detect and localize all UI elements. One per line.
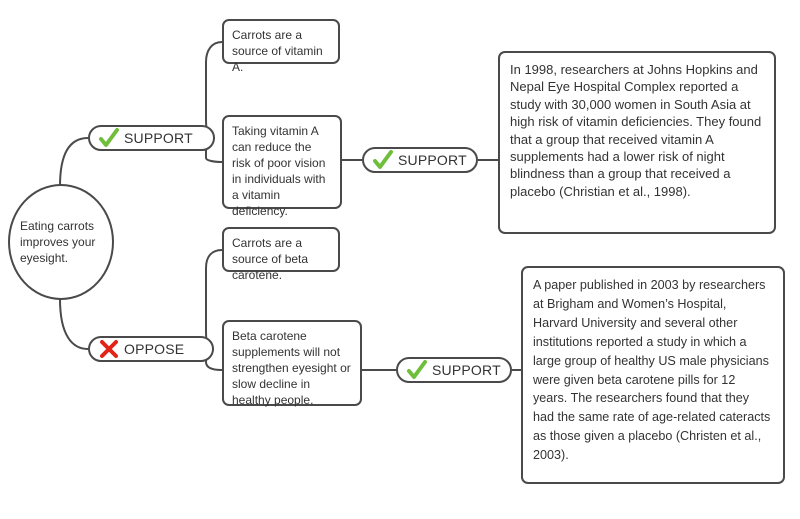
oppose-evidence: A paper published in 2003 by researchers… [521, 266, 785, 484]
support-evidence-text: In 1998, researchers at Johns Hopkins an… [510, 62, 762, 199]
connector-support-claim1 [205, 41, 223, 139]
root-claim-text: Eating carrots improves your eyesight. [20, 219, 96, 265]
checkmark-icon [98, 127, 120, 149]
checkmark-icon [406, 359, 428, 381]
support-pill-label: SUPPORT [124, 130, 193, 146]
oppose-claim-2-text: Beta carotene supplements will not stren… [232, 329, 351, 407]
oppose-pill: OPPOSE [88, 336, 214, 362]
checkmark-icon [372, 149, 394, 171]
support-link-pill-1: SUPPORT [362, 147, 478, 173]
cross-icon [98, 338, 120, 360]
connector-root-support [59, 137, 89, 187]
support-claim-2: Taking vitamin A can reduce the risk of … [222, 115, 342, 218]
support-evidence: In 1998, researchers at Johns Hopkins an… [498, 51, 776, 234]
oppose-claim-2: Beta carotene supplements will not stren… [222, 320, 362, 407]
oppose-claim-1-text: Carrots are a source of beta carotene. [232, 236, 309, 282]
root-claim: Eating carrots improves your eyesight. [8, 184, 114, 300]
support-link-pill-2: SUPPORT [396, 357, 512, 383]
connector-root-oppose [59, 298, 89, 350]
support-link-pill-1-label: SUPPORT [398, 152, 467, 168]
oppose-evidence-text: A paper published in 2003 by researchers… [533, 278, 771, 463]
support-link-pill-2-label: SUPPORT [432, 362, 501, 378]
oppose-pill-label: OPPOSE [124, 341, 185, 357]
support-claim-1: Carrots are a source of vitamin A. [222, 19, 340, 74]
oppose-claim-1: Carrots are a source of beta carotene. [222, 227, 340, 282]
support-claim-1-text: Carrots are a source of vitamin A. [232, 28, 323, 74]
connector-oppose-claim1 [205, 249, 223, 350]
support-claim-2-text: Taking vitamin A can reduce the risk of … [232, 124, 326, 218]
support-pill: SUPPORT [88, 125, 215, 151]
